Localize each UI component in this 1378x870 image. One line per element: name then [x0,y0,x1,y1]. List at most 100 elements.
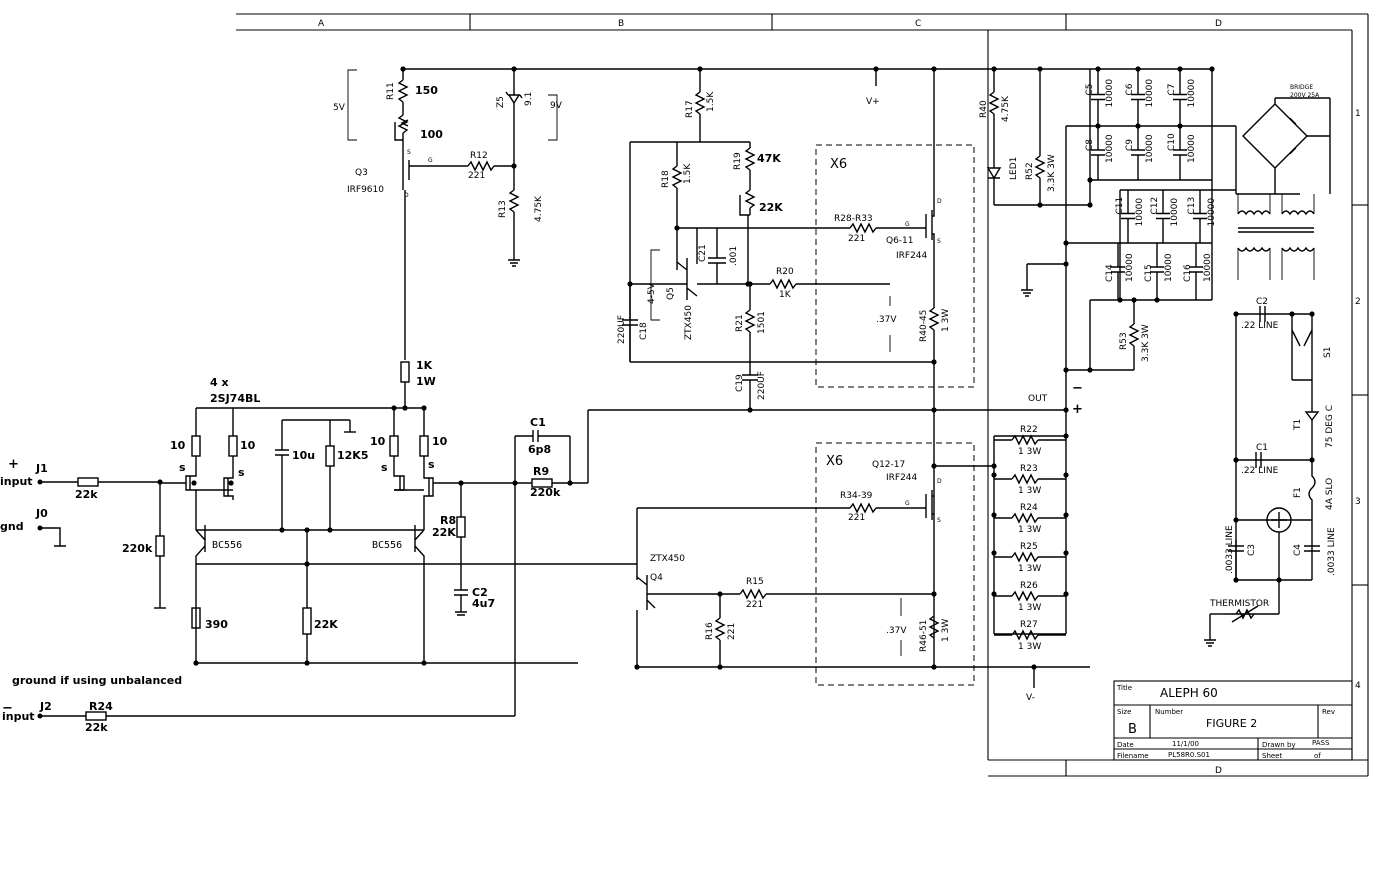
vminus-label: V- [1026,693,1035,703]
c19-ref: C19 [735,374,745,392]
load-resistor-value: 1 3W [1018,642,1041,652]
load-resistor-value: 1 3W [1018,564,1041,574]
j2-label: J2 [39,700,52,713]
junction-dot [697,66,703,72]
junction-dot [1209,66,1215,72]
supply-rails [198,68,1212,668]
ground-note: ground if using unbalanced [12,674,182,687]
column-label-b: B [618,19,624,29]
filename-value: PL58R0.S01 [1168,751,1210,759]
f1-value: 4A SLO [1325,478,1335,510]
junction-dot [873,66,879,72]
junction-dot [627,281,633,287]
junction-dot [304,561,310,567]
r40-psu-ref: R40 [979,100,989,118]
s-label-3: s [381,461,388,474]
junction-dot [1233,311,1239,317]
v37-upper: .37V [876,315,897,325]
q12-type: IRF244 [886,473,918,483]
junction-dot [402,405,408,411]
junction-dot [1063,472,1069,478]
z5-ref: Z5 [496,96,506,108]
load-resistor-ref: R22 [1020,425,1038,435]
junction-dot [1087,202,1093,208]
junction-dot [1135,123,1141,129]
x6-upper-label: X6 [830,157,847,172]
junction-dot [931,407,937,413]
resistor-1k-1w [400,361,410,383]
r18-value: 1.5K [683,163,693,184]
q5-ref: Q5 [666,287,676,300]
c19-value: 220UF [757,371,767,400]
c1-psu-value: .22 LINE [1241,466,1279,476]
vplus-label: V+ [866,97,880,107]
r18-ref: R18 [661,170,671,188]
fet-count: 4 x [210,376,229,389]
number-value: FIGURE 2 [1206,717,1257,730]
drawn-value: PASS [1312,739,1330,747]
r15-value: 221 [746,600,763,610]
junction-dot [991,591,997,597]
c21-ref: C21 [698,244,708,262]
q6-g: G [905,221,910,228]
capacitor-value: 10000 [1207,198,1217,227]
junction-dot [228,480,234,486]
r17-value: 1.5K [706,91,716,112]
load-resistor-ref: R27 [1020,620,1038,630]
sheet-label: Sheet [1262,752,1282,760]
junction-dot [1063,433,1069,439]
load-resistor [1011,434,1039,446]
out-minus: − [1072,381,1083,396]
junction-dot [157,479,163,485]
led-label: LED1 [1009,157,1019,180]
junction-dot [1063,261,1069,267]
junction-dot [567,480,573,486]
row-label-2: 2 [1355,297,1361,307]
junction-dot [717,664,723,670]
r17-ref: R17 [685,100,695,118]
j2-input-text: input [2,710,35,723]
junction-dot [421,660,427,666]
out-plus: + [1072,402,1083,417]
junction-dot [1095,66,1101,72]
junction-dot [1095,123,1101,129]
junction-dot [1309,457,1315,463]
junction-dot [931,66,937,72]
r34-ref: R34-39 [840,491,873,501]
capacitor-value: 10000 [1125,253,1135,282]
r34-value: 221 [848,513,865,523]
pot-100-value: 100 [420,128,443,141]
junction-dot [327,527,333,533]
r10-c: 10 [370,435,386,448]
r12-ref: R12 [470,151,488,161]
capacitor-value: 10000 [1105,79,1115,108]
load-resistor-value: 1 3W [1018,603,1041,613]
capacitor-ref: C16 [1183,264,1193,282]
r15-ref: R15 [746,577,764,587]
r8-value: 22K [432,526,456,539]
load-resistor-ref: R24 [1020,503,1038,513]
r21-ref: R21 [735,314,745,332]
size-label: Size [1117,708,1131,716]
junction-dot [458,480,464,486]
junction-dot [1154,297,1160,303]
load-resistor-ref: R25 [1020,542,1038,552]
resistor-r11 [397,79,409,103]
junction-dot [1063,367,1069,373]
c1-ref: C1 [530,416,546,429]
q3-g: G [428,157,433,164]
r53-ref: R53 [1119,332,1129,350]
load-resistor [1011,473,1039,485]
c4-value: .0033 LINE [1327,527,1337,576]
junction-dot [1309,311,1315,317]
capacitor-ref: C7 [1167,83,1177,95]
f1-label: F1 [1293,487,1303,498]
q3-s: S [407,149,411,156]
junction-dot [674,225,680,231]
junction-dot [991,66,997,72]
c2-psu-value: .22 LINE [1241,321,1279,331]
c18-ref: C18 [639,322,649,340]
load-resistor [1011,590,1039,602]
title-block: Title ALEPH 60 Size B Number FIGURE 2 Re… [1113,680,1353,761]
bc556-right: BC556 [372,540,402,551]
